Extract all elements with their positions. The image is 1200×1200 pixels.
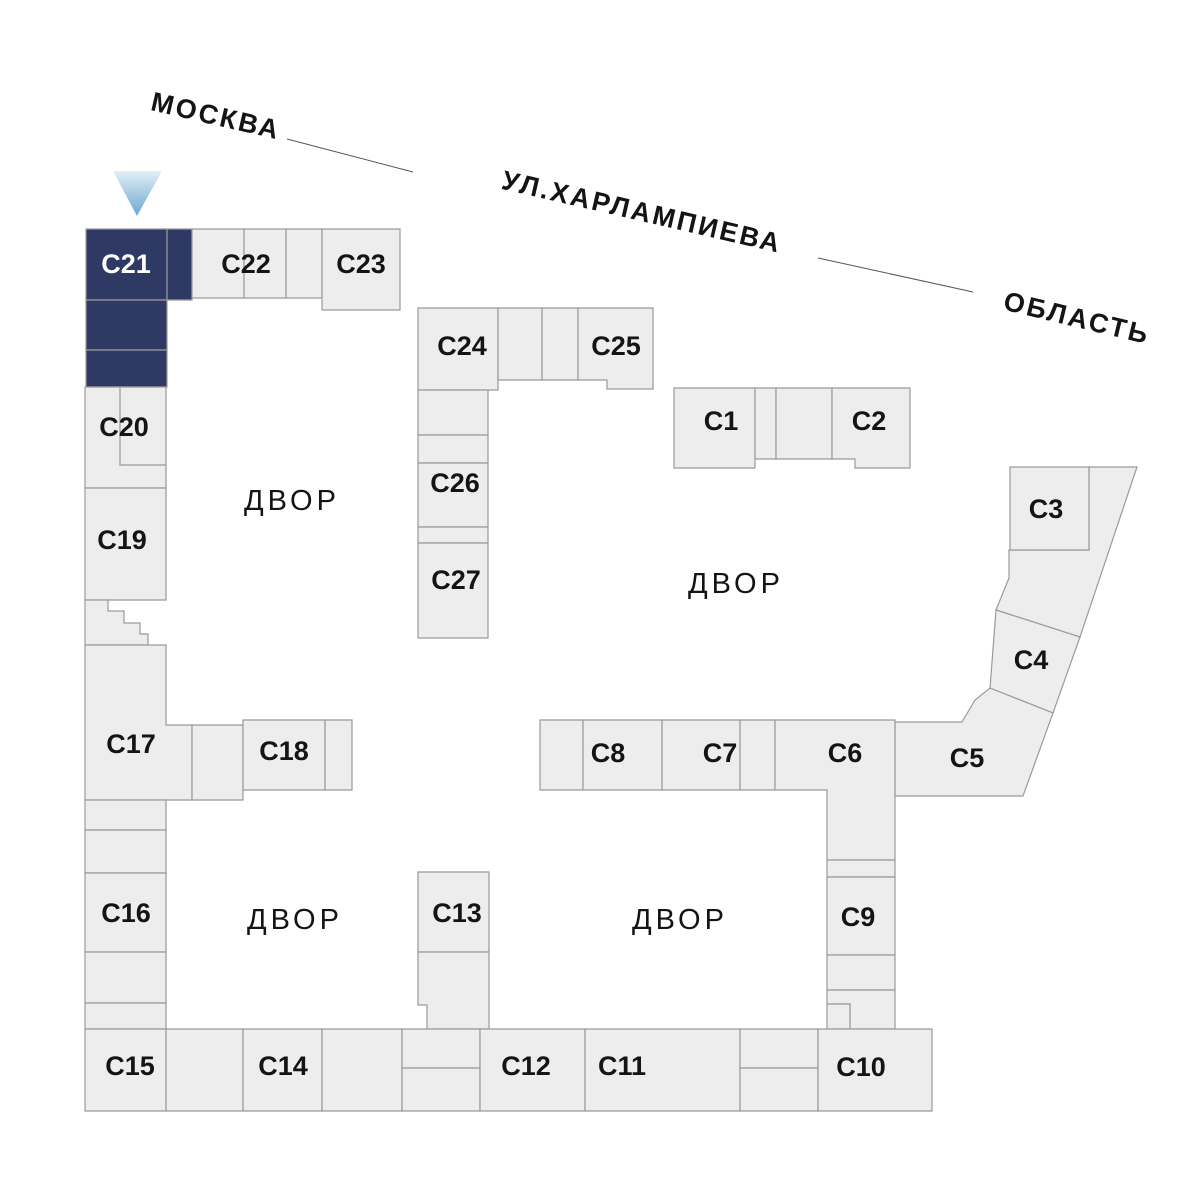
building-c10[interactable] [817,1028,933,1112]
building-c24[interactable] [417,307,499,391]
building-section-filler[interactable] [417,526,489,544]
building-section-filler[interactable] [401,1067,481,1112]
building-c27[interactable] [417,542,489,639]
building-c2[interactable] [831,387,911,469]
building-label-c18: С18 [259,736,309,766]
building-section-filler[interactable] [324,719,353,791]
building-c5[interactable] [894,687,1054,797]
building-section-filler[interactable] [165,1028,244,1112]
building-label-c2: С2 [852,406,887,436]
building-label-c12: С12 [501,1051,551,1081]
building-section-filler[interactable] [541,307,579,381]
building-label-c14: С14 [258,1051,308,1081]
city-label: МОСКВА [148,87,283,146]
courtyard-label-top-left: ДВОР [244,485,340,517]
building-section-filler[interactable] [739,1028,819,1069]
building-c23[interactable] [321,228,401,311]
building-label-c15: С15 [105,1051,155,1081]
building-label-c26: С26 [430,468,480,498]
street-guide-line-2 [817,257,974,293]
building-section-filler[interactable] [191,724,244,801]
building-section-filler[interactable] [826,859,896,878]
building-c25[interactable] [577,307,654,390]
building-label-c9: С9 [841,902,876,932]
building-label-c25: С25 [591,331,641,361]
building-section-filler[interactable] [539,719,584,791]
building-label-c10: С10 [836,1052,886,1082]
region-label: ОБЛАСТЬ [1001,286,1154,350]
building-section-filler[interactable] [321,1028,403,1112]
building-section-filler[interactable] [285,228,323,299]
building-label-c4: С4 [1014,645,1049,675]
building-section-filler[interactable] [497,307,543,381]
building-c21-group[interactable] [85,228,193,388]
building-label-c1: С1 [704,406,739,436]
building-c1[interactable] [673,387,756,469]
building-label-c17: С17 [106,729,156,759]
building-section-filler[interactable] [775,387,833,460]
building-label-c23: С23 [336,249,386,279]
selected-building-marker-icon [113,171,162,216]
building-label-c8: С8 [591,738,626,768]
building-label-c11: С11 [598,1051,646,1081]
building-section-filler[interactable] [417,951,490,1030]
building-label-c27: С27 [431,565,481,595]
building-section-filler[interactable] [417,389,489,436]
building-section-filler[interactable] [739,719,776,791]
building-section-filler[interactable] [417,434,489,464]
building-label-c3: С3 [1029,494,1064,524]
building-c19[interactable] [84,487,167,601]
courtyard-labels: ДВОР ДВОР ДВОР ДВОР [244,485,784,936]
building-c21-section[interactable] [85,349,168,388]
building-label-c7: С7 [703,738,738,768]
building-label-c13: С13 [432,898,482,928]
courtyard-label-bottom-right: ДВОР [632,904,728,936]
street-name-label: УЛ.ХАРЛАМПИЕВА [499,165,785,259]
building-section-filler[interactable] [826,954,896,991]
building-c20-detail-line [119,387,166,466]
building-c21-section[interactable] [166,228,193,301]
building-section-filler[interactable] [739,1067,819,1112]
building-label-c5: С5 [950,743,985,773]
building-label-c20: С20 [99,412,149,442]
building-section-filler[interactable] [754,387,777,460]
building-section-filler[interactable] [84,799,167,831]
building-label-c21: С21 [101,249,151,279]
building-section-filler[interactable] [401,1028,481,1069]
building-label-c22: С22 [221,249,271,279]
building-c3[interactable] [1009,466,1090,551]
courtyard-label-bottom-left: ДВОР [247,904,343,936]
building-label-c24: С24 [437,331,487,361]
building-section-filler[interactable] [84,829,167,874]
building-labels: С21 С22 С23 С24 С25 С26 С27 С1 С2 С3 С4 … [97,249,1063,1082]
building-section-stairs[interactable] [84,599,149,646]
building-label-c19: С19 [97,525,147,555]
building-section-filler[interactable] [84,951,167,1004]
building-section-filler[interactable] [826,1003,851,1030]
building-c21-section[interactable] [85,299,168,351]
street-guide-line-1 [286,138,414,173]
building-c17[interactable] [84,644,193,801]
building-label-c16: С16 [101,898,151,928]
courtyard-label-top-right: ДВОР [688,568,784,600]
building-section-filler[interactable] [84,1002,167,1030]
building-label-c6: С6 [828,738,863,768]
